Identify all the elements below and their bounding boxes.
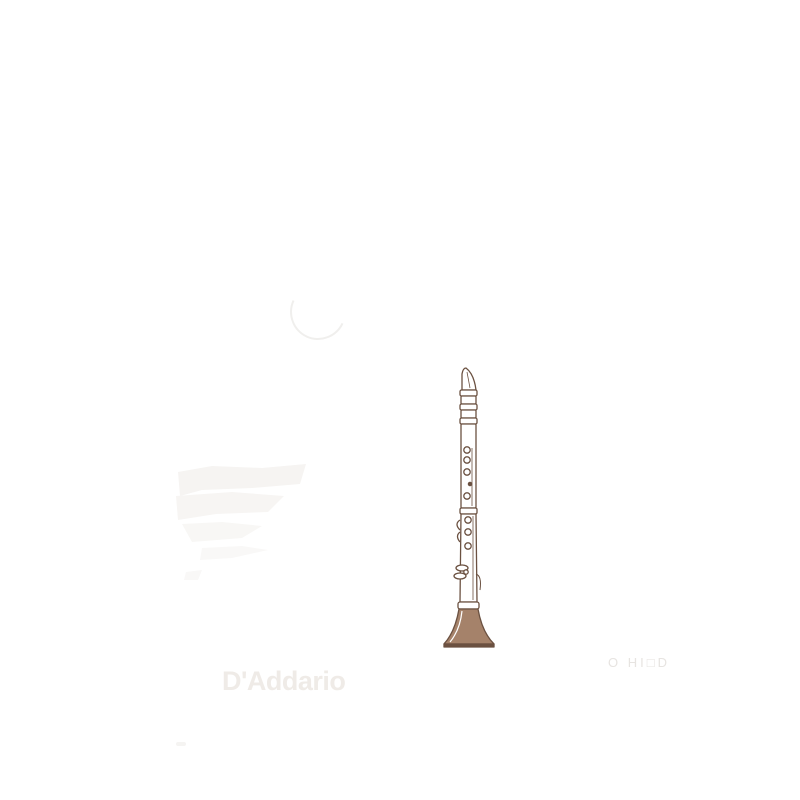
clarinet-icon — [443, 367, 495, 648]
faint-brush-smudge — [176, 464, 306, 580]
faint-text-code: O HI□D — [608, 655, 670, 670]
faint-arc-mark — [282, 276, 354, 348]
faint-corner-mark — [176, 742, 186, 746]
brand-logo: D'Addario — [222, 666, 346, 696]
